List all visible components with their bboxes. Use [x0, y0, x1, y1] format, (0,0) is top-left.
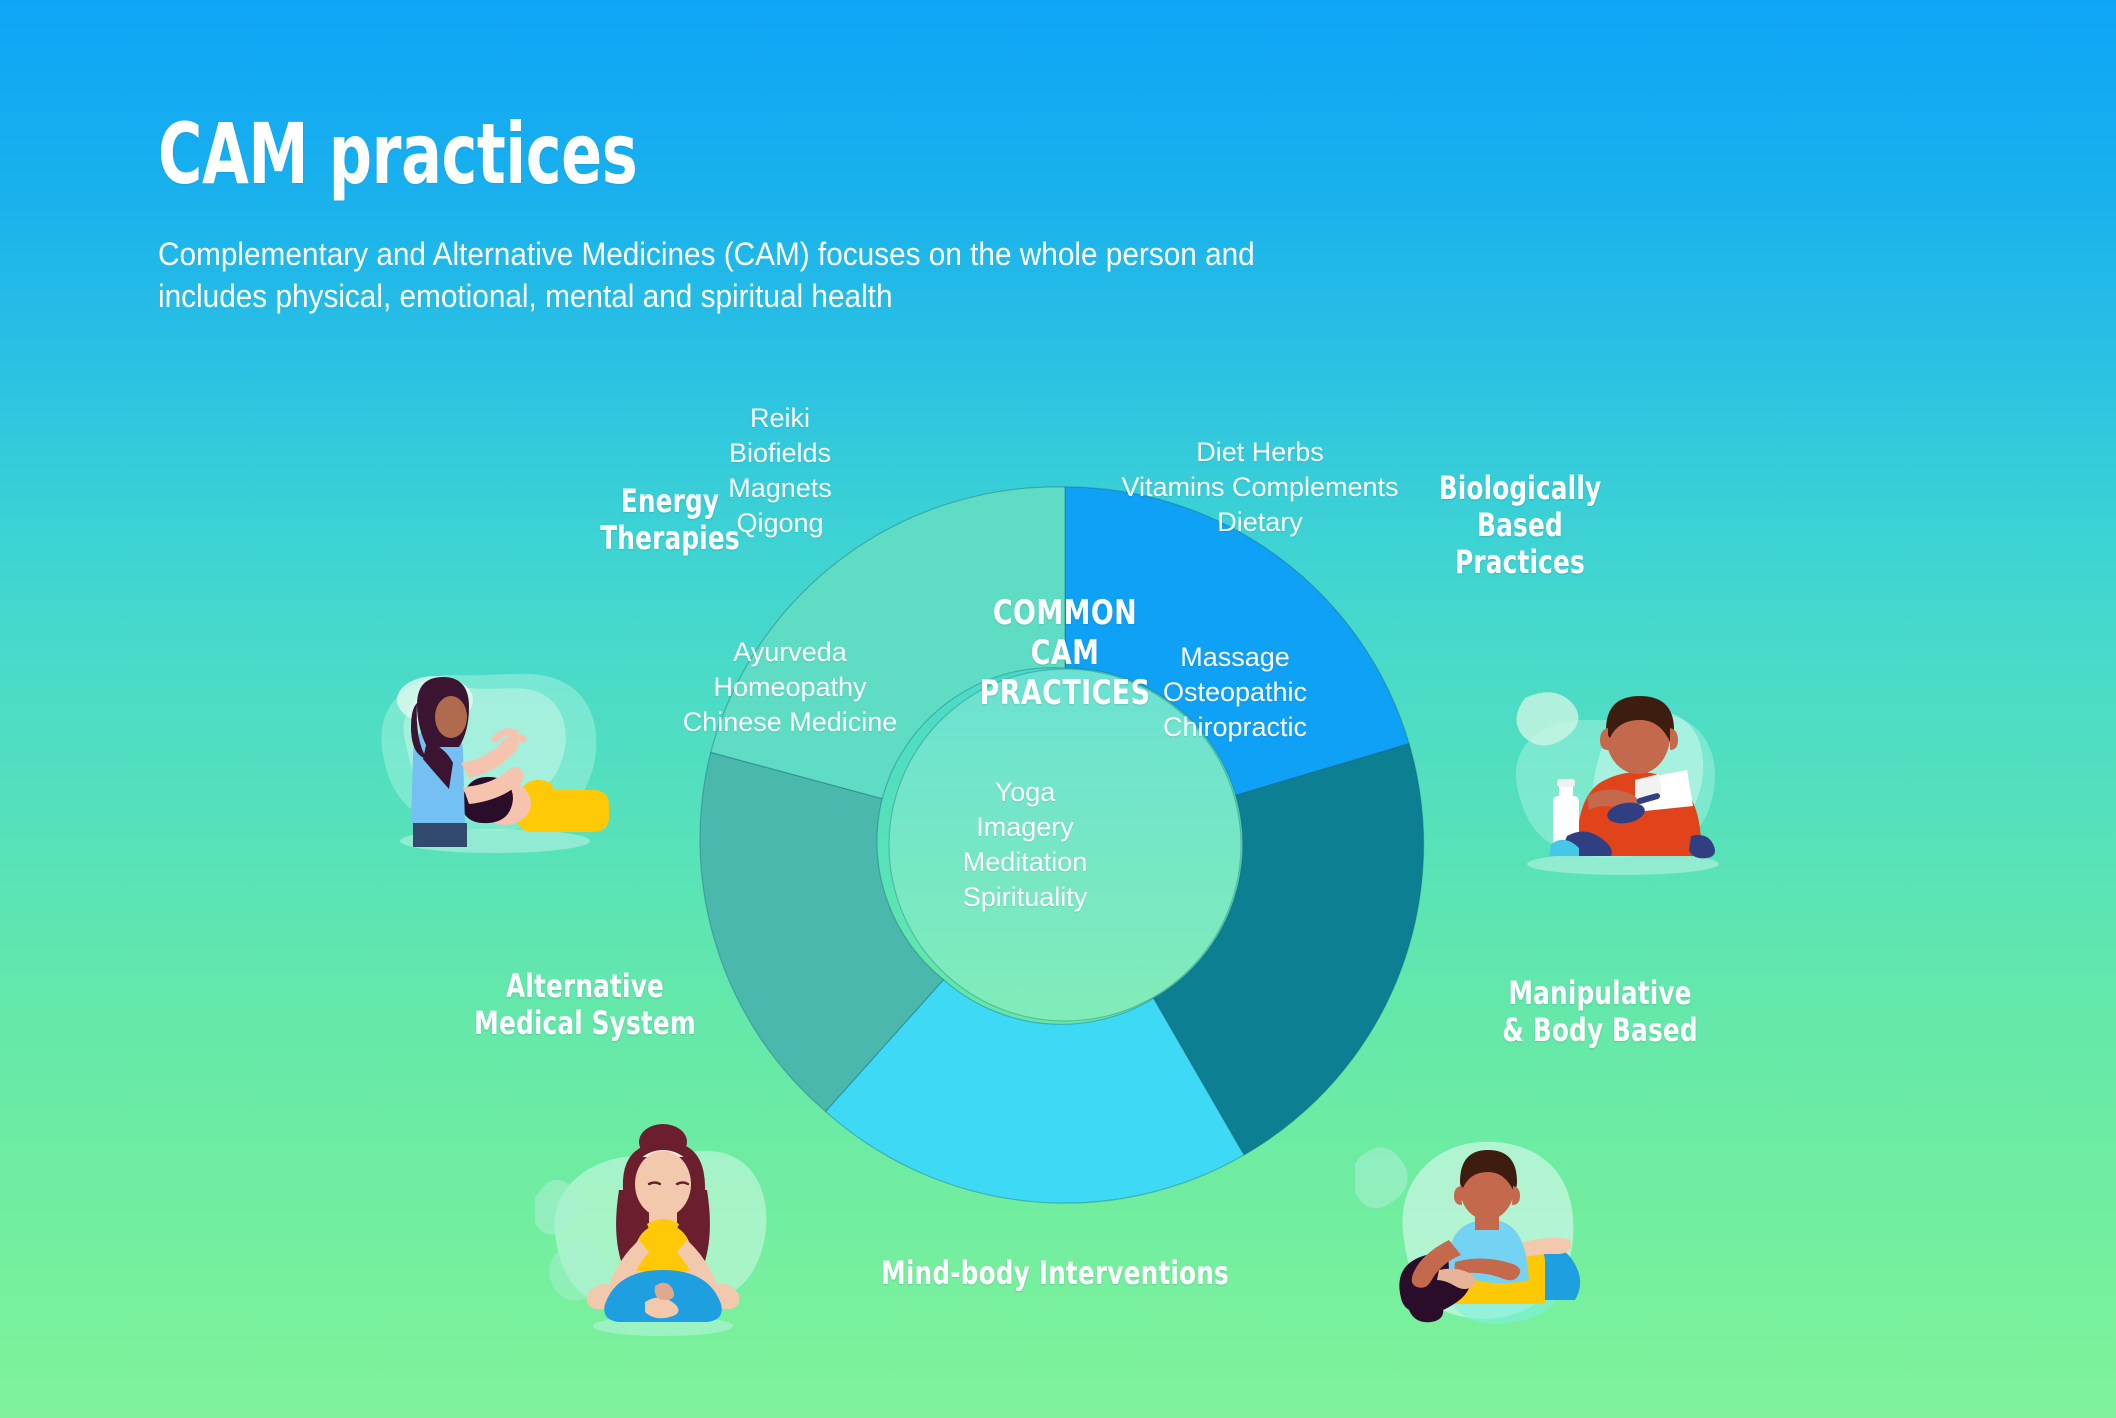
category-label-alternative-medical-system: Alternative Medical System — [474, 967, 696, 1043]
category-label-mind-body-interventions: Mind-body Interventions — [881, 1254, 1229, 1292]
category-label-manipulative-body-based: Manipulative & Body Based — [1502, 974, 1698, 1050]
page-title: CAM practices — [158, 105, 638, 203]
massage-icon — [1355, 1141, 1581, 1324]
illustration-yoga-lotus-pose — [535, 1118, 790, 1343]
cam-donut-chart: Diet Herbs Vitamins Complements Dietary … — [683, 403, 1425, 1205]
donut-slice-energy-therapies[interactable] — [709, 486, 1066, 800]
supplements-icon — [1515, 692, 1719, 875]
category-label-energy-therapies: Energy Therapies — [600, 482, 740, 558]
donut-slice-manipulative-body-based[interactable] — [1152, 742, 1425, 1156]
header: CAM practices Complementary and Alternat… — [158, 112, 1498, 317]
reiki-icon — [381, 673, 609, 853]
illustration-supplements-eating — [1495, 668, 1745, 883]
illustration-massage-therapy — [1355, 1120, 1620, 1345]
donut-slice-biologically-based[interactable] — [1064, 486, 1410, 797]
page-subtitle: Complementary and Alternative Medicines … — [158, 236, 1255, 314]
donut-slice-mind-body-interventions[interactable] — [824, 978, 1245, 1204]
illustration-reiki-energy-healing — [365, 645, 615, 860]
category-label-biologically-based: Biologically Based Practices — [1438, 469, 1602, 582]
donut-center-hub — [888, 668, 1242, 1022]
donut-svg — [699, 486, 1425, 1204]
yoga-icon — [535, 1124, 767, 1336]
donut-slice-alternative-medical-system[interactable] — [699, 751, 945, 1113]
